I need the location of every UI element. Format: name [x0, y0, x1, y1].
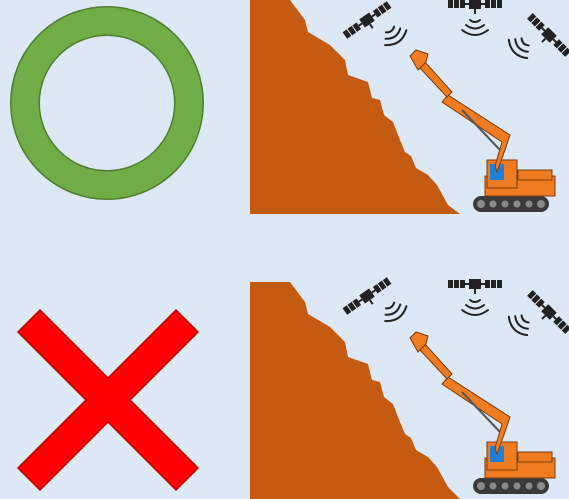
- wrong-panel: [18, 276, 569, 499]
- rock-cliff: [250, 282, 460, 499]
- signal-waves-icon: [505, 310, 534, 339]
- gnss-satellite-icon: [523, 12, 569, 61]
- signal-waves-icon: [505, 33, 534, 62]
- signal-waves-icon: [462, 300, 488, 315]
- gnss-satellite-icon: [448, 279, 502, 294]
- correct-panel: [25, 0, 569, 214]
- gnss-satellite-icon: [523, 289, 569, 338]
- gnss-satellite-icon: [448, 0, 502, 14]
- gnss-satellite-icon: [342, 276, 395, 319]
- signal-waves-icon: [379, 298, 409, 325]
- cross-wrong-icon: [18, 310, 198, 490]
- gnss-satellite-icon: [342, 0, 395, 43]
- signal-waves-icon: [379, 22, 409, 49]
- signal-waves-icon: [462, 20, 488, 35]
